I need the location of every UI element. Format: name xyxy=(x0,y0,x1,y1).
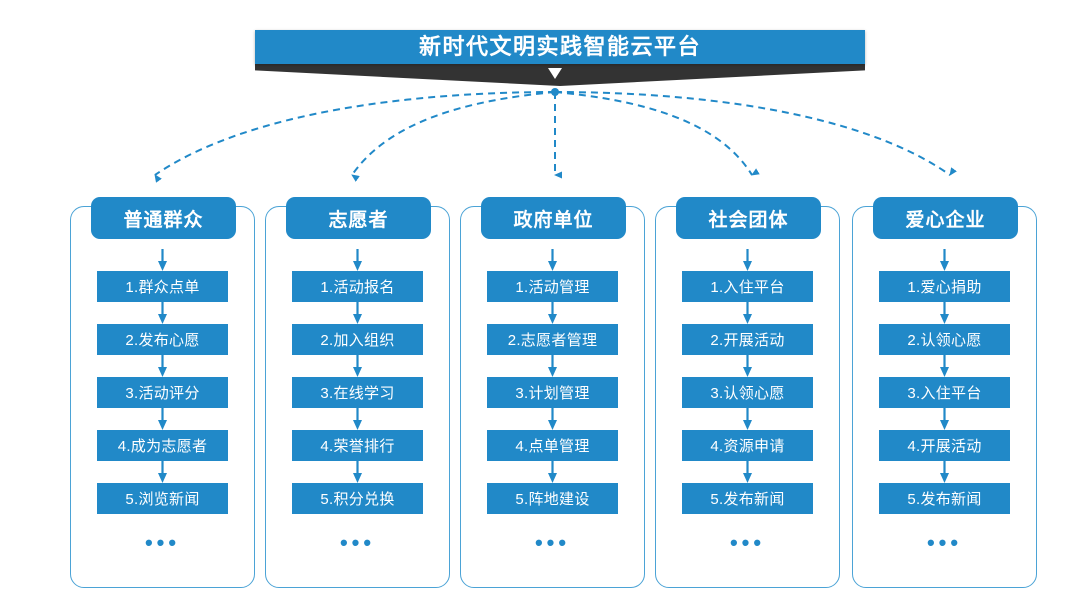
step-item[interactable]: 1.群众点单 xyxy=(97,271,228,302)
step-item[interactable]: 5.发布新闻 xyxy=(682,483,813,514)
page-title: 新时代文明实践智能云平台 xyxy=(418,34,701,59)
down-arrow-icon xyxy=(548,355,557,377)
down-arrow-icon xyxy=(353,408,362,430)
down-arrow-icon xyxy=(353,355,362,377)
chevron-down-icon xyxy=(548,68,562,79)
down-arrow-icon xyxy=(743,461,752,483)
step-item[interactable]: 1.入住平台 xyxy=(682,271,813,302)
more-indicator[interactable]: ••• xyxy=(729,530,766,555)
down-arrow-icon xyxy=(353,461,362,483)
column-steps: 1.群众点单 2.发布心愿 3.活动评分 4.成为志愿者 5.浏览新闻 ••• xyxy=(71,249,254,554)
down-arrow-icon xyxy=(743,302,752,324)
step-item[interactable]: 3.活动评分 xyxy=(97,377,228,408)
title-banner: 新时代文明实践智能云平台 xyxy=(0,0,1080,100)
step-item[interactable]: 4.成为志愿者 xyxy=(97,430,228,461)
step-item[interactable]: 5.积分兑换 xyxy=(292,483,423,514)
step-item[interactable]: 1.活动报名 xyxy=(292,271,423,302)
step-item[interactable]: 5.阵地建设 xyxy=(487,483,618,514)
column-header[interactable]: 普通群众 xyxy=(91,197,236,239)
down-arrow-icon xyxy=(743,408,752,430)
step-item[interactable]: 5.发布新闻 xyxy=(879,483,1010,514)
step-item[interactable]: 3.入住平台 xyxy=(879,377,1010,408)
down-arrow-icon xyxy=(158,355,167,377)
down-arrow-icon xyxy=(940,302,949,324)
step-item[interactable]: 2.发布心愿 xyxy=(97,324,228,355)
step-item[interactable]: 3.计划管理 xyxy=(487,377,618,408)
more-indicator[interactable]: ••• xyxy=(534,530,571,555)
step-item[interactable]: 4.荣誉排行 xyxy=(292,430,423,461)
step-item[interactable]: 4.点单管理 xyxy=(487,430,618,461)
down-arrow-icon xyxy=(940,408,949,430)
column-社会团体: 社会团体 1.入住平台 2.开展活动 3.认领心愿 4.资源申请 5.发布新闻 … xyxy=(655,197,840,588)
down-arrow-icon xyxy=(158,408,167,430)
column-爱心企业: 爱心企业 1.爱心捐助 2.认领心愿 3.入住平台 4.开展活动 5.发布新闻 … xyxy=(852,197,1037,588)
down-arrow-icon xyxy=(548,302,557,324)
more-indicator[interactable]: ••• xyxy=(339,530,376,555)
down-arrow-icon xyxy=(158,249,167,271)
down-arrow-icon xyxy=(548,249,557,271)
step-item[interactable]: 2.加入组织 xyxy=(292,324,423,355)
step-item[interactable]: 1.活动管理 xyxy=(487,271,618,302)
down-arrow-icon xyxy=(548,408,557,430)
step-item[interactable]: 1.爱心捐助 xyxy=(879,271,1010,302)
down-arrow-icon xyxy=(158,302,167,324)
down-arrow-icon xyxy=(548,461,557,483)
banner-bar: 新时代文明实践智能云平台 xyxy=(255,30,865,64)
column-普通群众: 普通群众 1.群众点单 2.发布心愿 3.活动评分 4.成为志愿者 5.浏览新闻… xyxy=(70,197,255,588)
column-header[interactable]: 政府单位 xyxy=(481,197,626,239)
step-item[interactable]: 5.浏览新闻 xyxy=(97,483,228,514)
column-header[interactable]: 爱心企业 xyxy=(873,197,1018,239)
down-arrow-icon xyxy=(158,461,167,483)
down-arrow-icon xyxy=(940,355,949,377)
column-header[interactable]: 社会团体 xyxy=(676,197,821,239)
down-arrow-icon xyxy=(353,302,362,324)
step-item[interactable]: 4.开展活动 xyxy=(879,430,1010,461)
column-steps: 1.活动报名 2.加入组织 3.在线学习 4.荣誉排行 5.积分兑换 ••• xyxy=(266,249,449,554)
step-item[interactable]: 2.认领心愿 xyxy=(879,324,1010,355)
step-item[interactable]: 3.认领心愿 xyxy=(682,377,813,408)
step-item[interactable]: 2.志愿者管理 xyxy=(487,324,618,355)
step-item[interactable]: 2.开展活动 xyxy=(682,324,813,355)
down-arrow-icon xyxy=(940,249,949,271)
down-arrow-icon xyxy=(353,249,362,271)
step-item[interactable]: 3.在线学习 xyxy=(292,377,423,408)
down-arrow-icon xyxy=(743,249,752,271)
column-steps: 1.活动管理 2.志愿者管理 3.计划管理 4.点单管理 5.阵地建设 ••• xyxy=(461,249,644,554)
more-indicator[interactable]: ••• xyxy=(926,530,963,555)
down-arrow-icon xyxy=(940,461,949,483)
column-steps: 1.入住平台 2.开展活动 3.认领心愿 4.资源申请 5.发布新闻 ••• xyxy=(656,249,839,554)
down-arrow-icon xyxy=(743,355,752,377)
more-indicator[interactable]: ••• xyxy=(144,530,181,555)
column-志愿者: 志愿者 1.活动报名 2.加入组织 3.在线学习 4.荣誉排行 5.积分兑换 •… xyxy=(265,197,450,588)
column-政府单位: 政府单位 1.活动管理 2.志愿者管理 3.计划管理 4.点单管理 5.阵地建设… xyxy=(460,197,645,588)
column-steps: 1.爱心捐助 2.认领心愿 3.入住平台 4.开展活动 5.发布新闻 ••• xyxy=(853,249,1036,554)
column-header[interactable]: 志愿者 xyxy=(286,197,431,239)
step-item[interactable]: 4.资源申请 xyxy=(682,430,813,461)
